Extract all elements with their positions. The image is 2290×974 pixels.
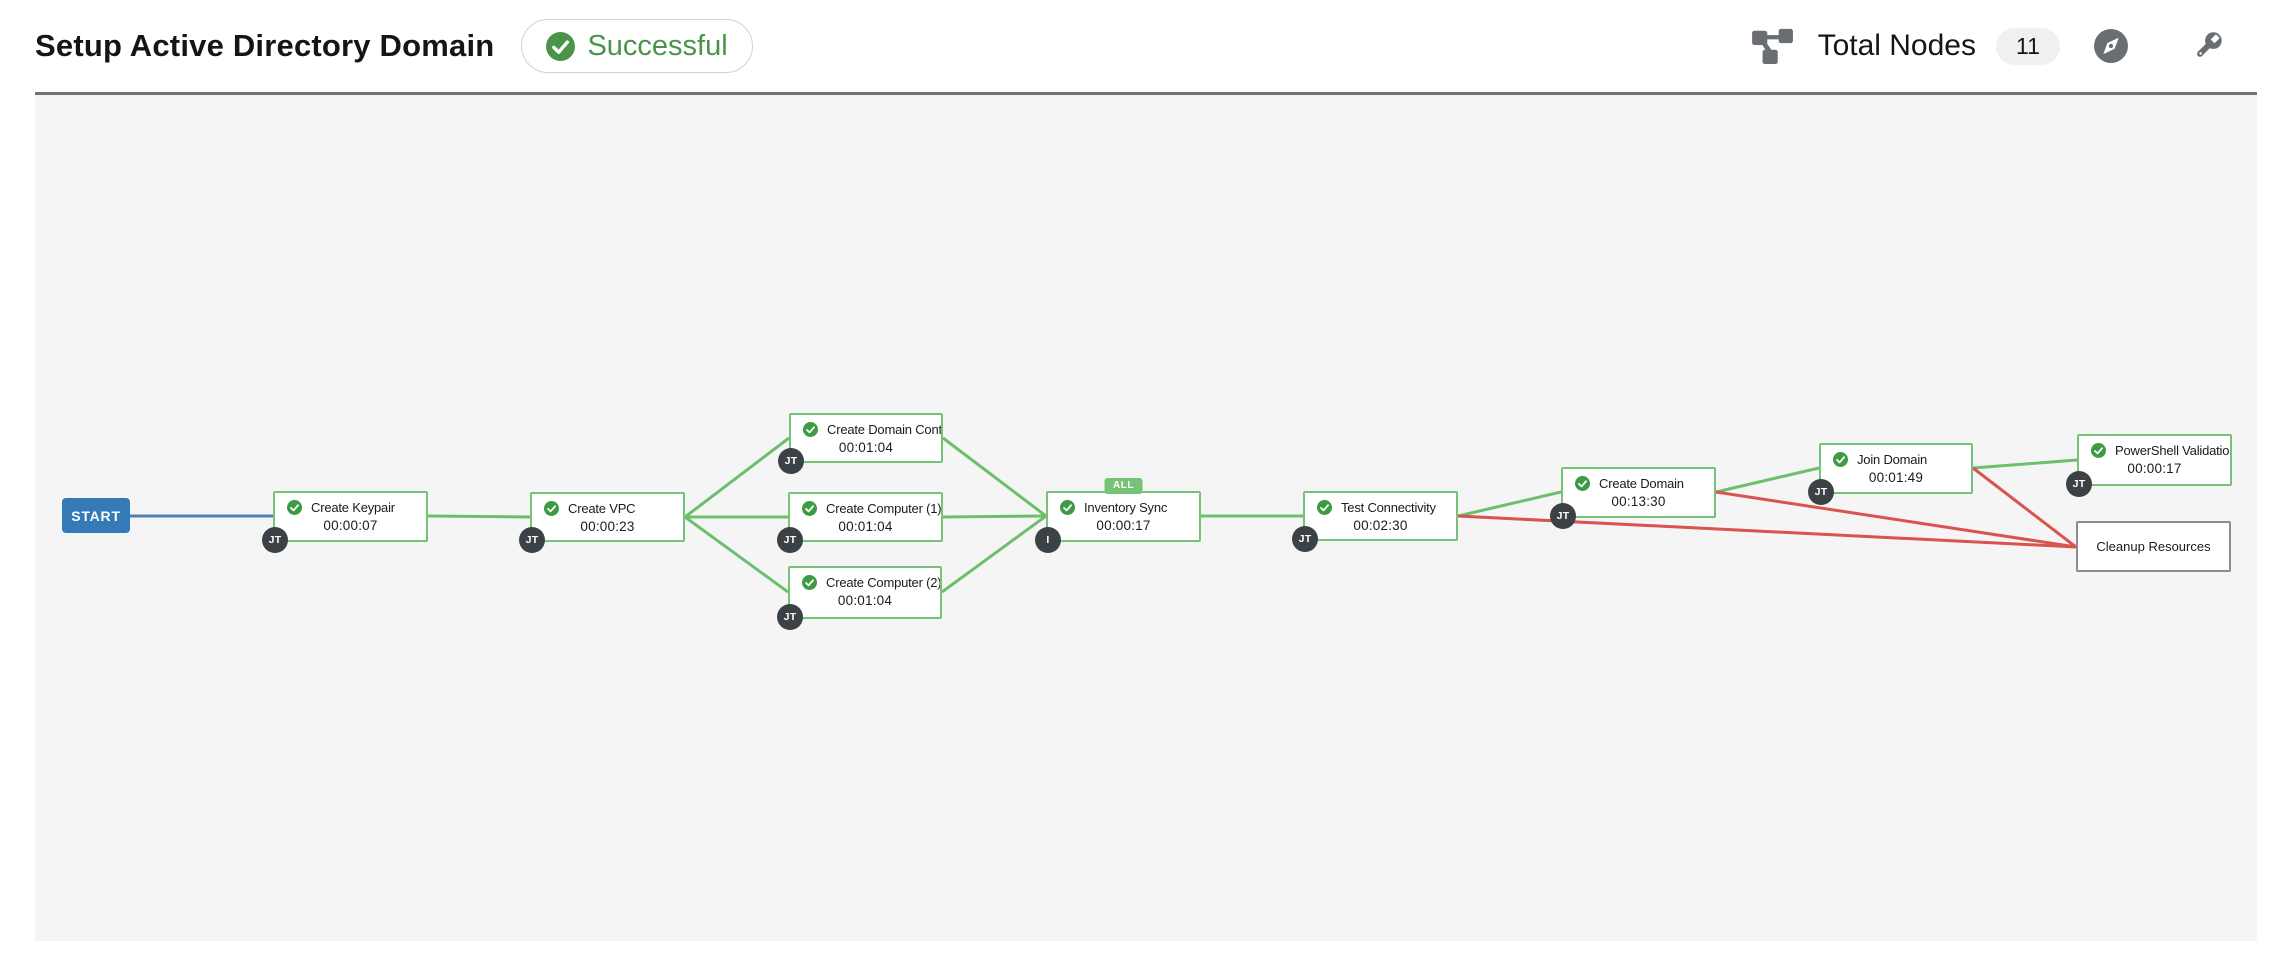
node-title-row: Create Domain Contr... (791, 415, 941, 437)
node-elapsed-time: 00:13:30 (1611, 494, 1666, 509)
edge-create-vpc-create-computer-2 (684, 515, 789, 594)
node-type-badge-jt: JT (519, 527, 545, 553)
node-label: Create Domain (1599, 476, 1684, 491)
node-title-row: Create Computer (2) (790, 568, 940, 590)
node-type-badge-jt: JT (1292, 526, 1318, 552)
compass-icon (2094, 29, 2128, 63)
edge-create-vpc-create-domain-controller (684, 436, 790, 519)
node-title-row: Create Keypair (275, 493, 426, 515)
node-label: Create Keypair (311, 500, 395, 515)
status-badge-label: Successful (587, 29, 728, 62)
node-label: Create Computer (1) (826, 501, 941, 516)
node-check-icon (802, 575, 817, 590)
total-nodes-count-badge: 11 (1996, 27, 2060, 65)
check-circle-icon (546, 31, 576, 61)
node-check-icon (803, 422, 818, 437)
edge-create-computer-2-inventory-sync (941, 514, 1047, 594)
header-toolbar: Setup Active Directory Domain Successful (0, 0, 2290, 92)
node-label: PowerShell Validation (2115, 443, 2230, 458)
edge-join-domain-cleanup-resources (1972, 466, 2077, 549)
node-check-icon (544, 501, 559, 516)
node-elapsed-time: 00:00:17 (1096, 518, 1151, 533)
node-label: Inventory Sync (1084, 500, 1168, 515)
edge-create-domain-cleanup-resources (1715, 490, 2077, 549)
node-title-row: PowerShell Validation (2079, 436, 2230, 458)
node-type-badge-jt: JT (777, 604, 803, 630)
node-type-badge-jt: JT (2066, 471, 2092, 497)
tools-wrench-button[interactable] (2190, 28, 2226, 64)
node-check-icon (1060, 500, 1075, 515)
workflow-node-start[interactable]: START (62, 498, 130, 533)
total-nodes-label: Total Nodes (1817, 29, 1976, 62)
node-check-icon (1575, 476, 1590, 491)
node-check-icon (1317, 500, 1332, 515)
node-type-badge-jt: JT (262, 527, 288, 553)
node-label: Cleanup Resources (2096, 539, 2211, 554)
node-type-badge-jt: JT (778, 448, 804, 474)
workflow-node-inventory-sync[interactable]: Inventory Sync 00:00:17 ALL I (1035, 478, 1201, 553)
header-right-cluster: Total Nodes 11 (1751, 27, 2226, 65)
edge-create-domain-controller-inventory-sync (942, 436, 1047, 518)
node-elapsed-time: 00:01:04 (838, 440, 894, 455)
edge-create-computer-1-inventory-sync (942, 514, 1047, 519)
node-elapsed-time: 00:02:30 (1353, 518, 1408, 533)
legend-compass-button[interactable] (2094, 29, 2128, 63)
node-elapsed-time: 00:00:07 (323, 518, 378, 533)
edge-join-domain-powershell-validation (1972, 458, 2078, 470)
wrench-icon (2190, 28, 2226, 64)
node-elapsed-time: 00:00:17 (2127, 461, 2182, 476)
node-label: Test Connectivity (1341, 500, 1436, 515)
node-check-icon (802, 501, 817, 516)
node-title-row: Create VPC (532, 494, 683, 516)
node-type-badge-jt: JT (777, 527, 803, 553)
node-elapsed-time: 00:01:49 (1868, 470, 1924, 485)
node-title-row: Inventory Sync (1048, 493, 1199, 515)
node-label: Create VPC (568, 501, 636, 516)
edge-create-keypair-create-vpc (427, 514, 531, 519)
node-check-icon (287, 500, 302, 515)
node-type-badge-i: I (1035, 527, 1061, 553)
node-title-row: Test Connectivity (1305, 493, 1456, 515)
node-label: Create Computer (2) (826, 575, 940, 590)
node-check-icon (1833, 452, 1848, 467)
node-elapsed-time: 00:01:04 (837, 593, 893, 608)
node-label: Join Domain (1857, 452, 1928, 467)
node-elapsed-time: 00:01:04 (838, 519, 893, 534)
node-type-badge-jt: JT (1550, 503, 1576, 529)
node-title-row: Join Domain (1821, 445, 1971, 467)
page-title: Setup Active Directory Domain (35, 28, 495, 63)
sitemap-icon (1751, 27, 1794, 65)
workflow-node-cleanup-resources[interactable]: Cleanup Resources (2076, 521, 2231, 572)
node-elapsed-time: 00:00:23 (580, 519, 635, 534)
node-type-badge-jt: JT (1808, 479, 1834, 505)
status-badge: Successful (521, 19, 753, 73)
edge-test-connectivity-create-domain (1457, 490, 1562, 518)
edge-create-domain-join-domain (1715, 466, 1820, 494)
node-check-icon (2091, 443, 2106, 458)
node-title-row: Create Domain (1563, 469, 1714, 491)
convergence-all-tag: ALL (1104, 478, 1143, 494)
node-title-row: Create Computer (1) (790, 494, 941, 516)
node-label: Create Domain Contr... (827, 422, 941, 437)
